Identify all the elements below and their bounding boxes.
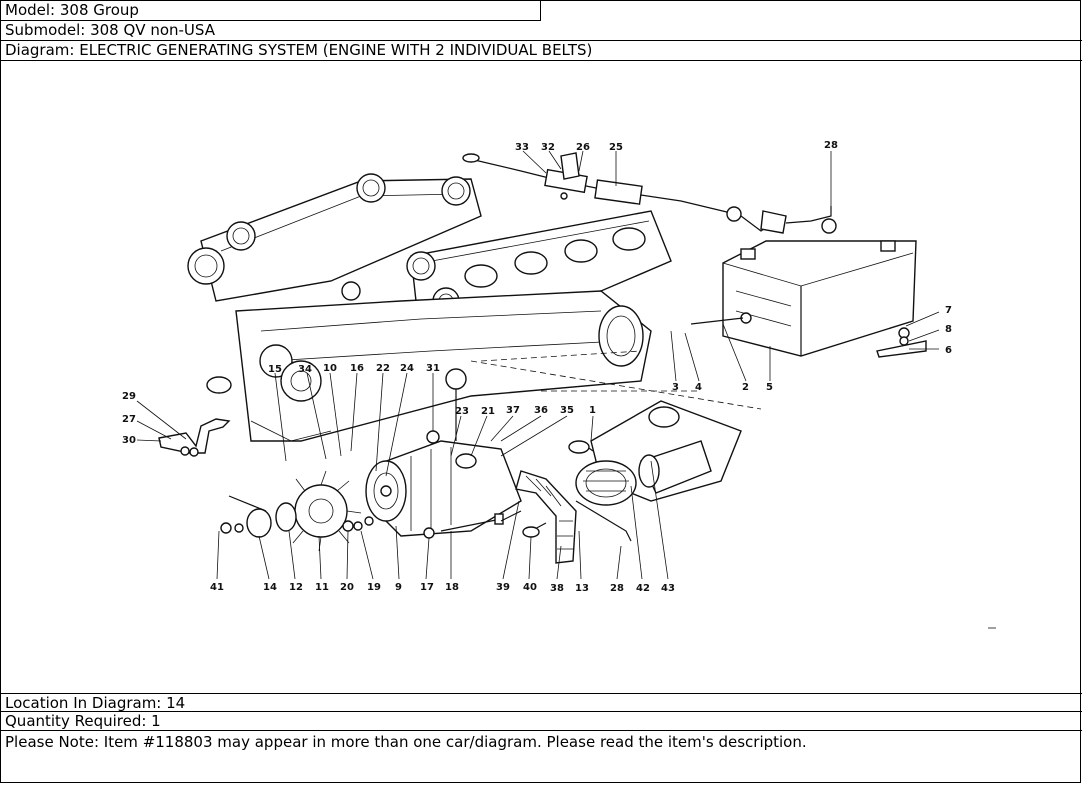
callout-18: 18 bbox=[445, 582, 459, 593]
callout-23: 23 bbox=[455, 406, 469, 417]
callout-5: 5 bbox=[766, 382, 773, 393]
callout-35: 35 bbox=[560, 405, 574, 416]
callout-1: 1 bbox=[589, 405, 596, 416]
callout-22: 22 bbox=[376, 363, 390, 374]
callout-37: 37 bbox=[506, 405, 520, 416]
quantity-required: Quantity Required: 1 bbox=[1, 712, 1082, 731]
location-in-diagram: Location In Diagram: 14 bbox=[1, 693, 1082, 712]
callout-16: 16 bbox=[350, 363, 364, 374]
callout-28-bottom: 28 bbox=[610, 583, 624, 594]
callout-30: 30 bbox=[122, 435, 136, 446]
engine-illustration bbox=[187, 173, 672, 442]
callout-leaders bbox=[136, 150, 940, 580]
callout-26: 26 bbox=[576, 142, 590, 153]
callout-24: 24 bbox=[400, 363, 414, 374]
callout-4: 4 bbox=[695, 382, 702, 393]
callout-27: 27 bbox=[122, 414, 136, 425]
callout-38: 38 bbox=[550, 583, 564, 594]
callout-39: 39 bbox=[496, 582, 510, 593]
callout-11: 11 bbox=[315, 582, 329, 593]
callout-2: 2 bbox=[742, 382, 749, 393]
ground-strap bbox=[158, 418, 231, 457]
callout-40: 40 bbox=[523, 582, 537, 593]
diagram-title: Diagram: ELECTRIC GENERATING SYSTEM (ENG… bbox=[1, 41, 1082, 61]
callout-25: 25 bbox=[609, 142, 623, 153]
callout-numbers: 33 32 26 25 28 7 8 6 3 4 2 5 15 34 10 16… bbox=[122, 140, 952, 594]
callout-43: 43 bbox=[661, 583, 675, 594]
item-note: Please Note: Item #118803 may appear in … bbox=[5, 733, 807, 751]
callout-34: 34 bbox=[298, 364, 312, 375]
callout-21: 21 bbox=[481, 406, 495, 417]
callout-12: 12 bbox=[289, 582, 303, 593]
callout-28-top: 28 bbox=[824, 140, 838, 151]
callout-33: 33 bbox=[515, 142, 529, 153]
callout-8: 8 bbox=[945, 324, 952, 335]
callout-42: 42 bbox=[636, 583, 650, 594]
callout-29: 29 bbox=[122, 391, 136, 402]
diagram-drawing: 33 32 26 25 28 7 8 6 3 4 2 5 15 34 10 16… bbox=[122, 140, 996, 629]
callout-15: 15 bbox=[268, 364, 282, 375]
callout-3: 3 bbox=[672, 382, 679, 393]
model-label: Model: 308 Group bbox=[1, 1, 541, 21]
exploded-parts-diagram: 33 32 26 25 28 7 8 6 3 4 2 5 15 34 10 16… bbox=[1, 61, 1082, 693]
callout-32: 32 bbox=[541, 142, 555, 153]
callout-36: 36 bbox=[534, 405, 548, 416]
callout-10: 10 bbox=[323, 363, 337, 374]
starter-motor-illustration bbox=[500, 400, 742, 564]
callout-6: 6 bbox=[945, 345, 952, 356]
callout-31: 31 bbox=[426, 363, 440, 374]
alternator-illustration bbox=[220, 430, 522, 552]
callout-17: 17 bbox=[420, 582, 434, 593]
assembly-guide-lines bbox=[470, 350, 762, 410]
submodel-label: Submodel: 308 QV non-USA bbox=[1, 21, 1082, 41]
callout-20: 20 bbox=[340, 582, 354, 593]
callout-7: 7 bbox=[945, 305, 952, 316]
callout-19: 19 bbox=[367, 582, 381, 593]
callout-9: 9 bbox=[395, 582, 402, 593]
callout-13: 13 bbox=[575, 583, 589, 594]
battery-cables bbox=[462, 152, 837, 234]
callout-41: 41 bbox=[210, 582, 224, 593]
battery-illustration bbox=[690, 240, 927, 358]
callout-14: 14 bbox=[263, 582, 277, 593]
